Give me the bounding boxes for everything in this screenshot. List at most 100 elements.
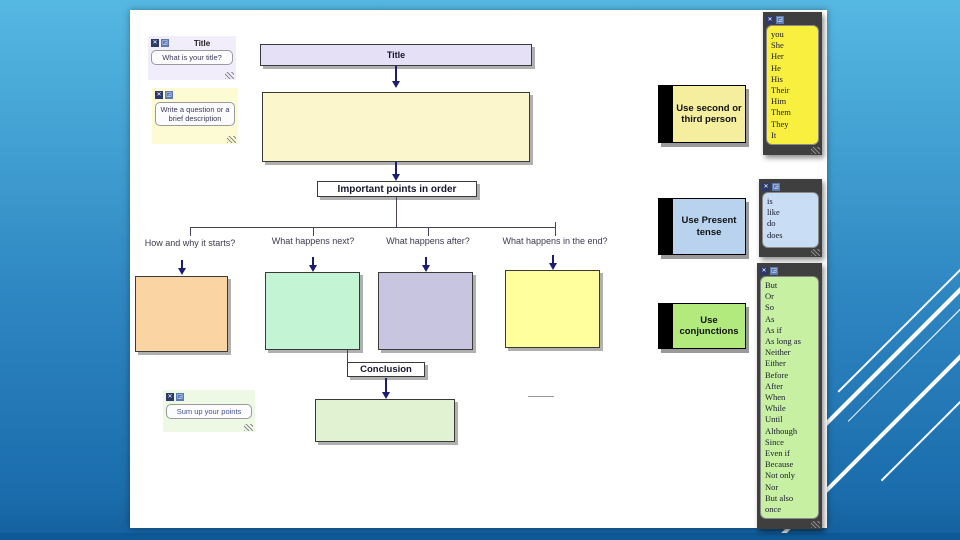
sum-input[interactable]: Sum up your points [166,404,252,419]
word-item: Or [765,291,774,302]
word-item: once [765,504,782,515]
popout-icon[interactable]: ◲ [772,182,780,191]
word-item: Even if [765,448,790,459]
resize-handle-icon[interactable] [811,521,820,528]
close-icon[interactable]: ✕ [766,15,774,24]
title-box[interactable]: Title [260,44,532,66]
slide-bottom-band [0,533,960,540]
main-content-box[interactable] [262,92,530,162]
note-title: Title [193,38,211,48]
word-item: While [765,403,786,414]
word-item: you [771,29,784,39]
word-item: Since [765,436,784,447]
word-item: When [765,392,786,403]
tip-tense-label: Use Present tense [672,198,746,255]
tip-conjunctions-label: Use conjunctions [672,303,746,349]
branch-label: What happens after? [386,236,470,246]
stray-line [528,396,554,397]
popout-icon[interactable]: ◲ [165,91,173,99]
arrow-down-icon [549,263,557,270]
word-item: Not only [765,470,795,481]
word-item: do [767,218,776,229]
word-item: But [765,280,778,290]
resize-handle-icon[interactable] [225,72,234,79]
close-icon[interactable]: ✕ [762,182,770,191]
connector [312,257,314,265]
close-icon[interactable]: ✕ [166,393,174,401]
popout-icon[interactable]: ◲ [161,39,169,47]
connector [313,227,314,236]
popout-icon[interactable]: ◲ [776,15,784,24]
branch-label: How and why it starts? [144,238,236,248]
word-item: After [765,380,783,391]
accent-line [847,237,960,422]
word-item: As long as [765,336,801,347]
branch-box-start[interactable] [135,276,228,352]
connector [181,260,183,268]
connector [396,197,397,227]
question-note[interactable]: ✕ ◲ Write a question or a brief descript… [152,88,238,144]
tip-tense[interactable]: Use Present tense [658,198,746,255]
conclusion-box[interactable]: Conclusion [347,362,425,377]
close-icon[interactable]: ✕ [760,266,768,275]
word-item: But also [765,492,794,503]
word-item: They [771,118,789,129]
popout-icon[interactable]: ◲ [176,393,184,401]
close-icon[interactable]: ✕ [151,39,159,47]
word-item: His [771,73,783,84]
word-item: He [771,62,781,73]
resize-handle-icon[interactable] [811,249,820,256]
branch-box-next[interactable] [265,272,360,350]
arrow-down-icon [309,265,317,272]
question-input[interactable]: Write a question or a brief description [155,102,235,126]
word-item: As [765,313,775,324]
arrow-down-icon [392,174,400,181]
connector [385,378,387,392]
resize-handle-icon[interactable] [244,424,253,431]
connector [347,350,348,362]
word-item: Neither [765,347,791,358]
tip-person[interactable]: Use second or third person [658,85,746,143]
sum-note[interactable]: ✕ ◲ Sum up your points [163,390,255,432]
conclusion-label: Conclusion [360,364,412,375]
connector [555,222,556,236]
word-item: Before [765,369,789,380]
tip-person-label: Use second or third person [672,85,746,143]
branch-box-after[interactable] [378,272,473,350]
important-points-box[interactable]: Important points in order [317,181,477,197]
branch-box-end[interactable] [505,270,600,348]
arrow-down-icon [382,392,390,399]
popout-icon[interactable]: ◲ [770,266,778,275]
connector [395,66,397,81]
word-item: like [767,207,780,218]
word-item: She [771,40,784,51]
branch-label: What happens in the end? [502,236,608,246]
title-note[interactable]: ✕ ◲ Title What is your title? [148,36,236,80]
arrow-down-icon [422,265,430,272]
connector [395,162,397,174]
connector [425,257,427,265]
word-item: Her [771,51,784,62]
tip-conjunctions[interactable]: Use conjunctions [658,303,746,349]
summary-box[interactable] [315,399,455,442]
word-item: Either [765,358,786,369]
word-item: does [767,229,783,240]
connector [428,227,429,236]
arrow-down-icon [178,268,186,275]
word-item: It [771,129,777,140]
word-item: Their [771,85,790,96]
title-input[interactable]: What is your title? [151,50,233,65]
word-item: Although [765,425,798,436]
title-box-label: Title [386,50,406,60]
word-item: So [765,302,774,313]
resize-handle-icon[interactable] [227,136,236,143]
close-icon[interactable]: ✕ [155,91,163,99]
resize-handle-icon[interactable] [811,147,820,154]
accent-line [837,207,960,393]
word-item: Because [765,459,794,470]
